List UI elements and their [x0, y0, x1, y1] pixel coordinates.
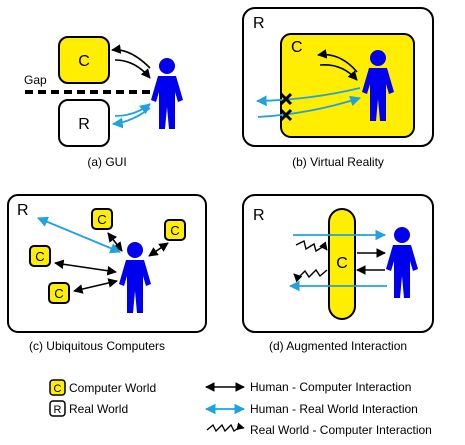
- gui-computer-box: [58, 36, 110, 84]
- gui-person-icon: [151, 58, 183, 129]
- legend: C Computer World R Real World Human - Co…: [49, 379, 432, 437]
- legend-computer-label: Computer World: [69, 381, 156, 395]
- legend-computer-swatch: [49, 379, 66, 396]
- ubi-computer-label-2: C: [170, 223, 179, 238]
- gui-hc-arrow-out: [111, 44, 151, 69]
- legend-rc-label: Real World - Computer Interaction: [250, 423, 432, 437]
- gui-real-arrow-in: [114, 103, 151, 117]
- vr-computer-label: C: [291, 39, 303, 56]
- aug-computer-box: [328, 208, 356, 320]
- ubi-real-label: R: [17, 202, 29, 219]
- legend-hc-label: Human - Computer Interaction: [250, 380, 411, 394]
- ubi-real-arrow: [37, 216, 121, 254]
- legend-real-label: Real World: [69, 402, 128, 416]
- ubi-caption: (c) Ubiquitous Computers: [29, 339, 165, 353]
- gui-hc-arrow-in: [114, 59, 151, 79]
- gui-real-box: [58, 99, 110, 147]
- aug-computer-label: C: [336, 255, 348, 272]
- gui-caption: (a) GUI: [87, 155, 126, 169]
- vr-hc-arrow-in: [319, 63, 358, 81]
- ubi-computer-label-3: C: [35, 249, 44, 264]
- legend-real-swatch: [49, 400, 66, 417]
- panel-gui: C R Gap (a) GUI: [24, 36, 183, 169]
- vr-blocked-x-top: [279, 92, 293, 106]
- ubi-computer-box-4: [48, 282, 70, 304]
- aug-rc-arrow-out: [293, 268, 328, 283]
- legend-real-symbol: R: [54, 404, 62, 416]
- aug-rc-arrow-in: [295, 239, 328, 253]
- ubi-computer-label-1: C: [97, 212, 106, 227]
- ubi-computer-label-4: C: [54, 286, 63, 301]
- gui-real-label: R: [78, 116, 90, 133]
- vr-hc-arrow-out: [317, 49, 358, 73]
- legend-rc-arrow: [206, 422, 245, 433]
- panel-vr: R C (b) Virtual Reality: [242, 7, 434, 169]
- ubi-hc-arrow-2: [148, 242, 169, 257]
- vr-real-label: R: [253, 15, 265, 32]
- ubi-hc-arrow-4: [73, 278, 118, 294]
- aug-caption: (d) Augmented Interaction: [269, 339, 407, 353]
- panel-ubiquitous: R C C C C (c) Ubiquitous Computers: [7, 194, 207, 353]
- vr-blocked-x-bottom: [279, 108, 293, 122]
- ubi-hc-arrow-3: [54, 259, 117, 276]
- vr-real-arrow-out: [255, 87, 361, 107]
- vr-caption: (b) Virtual Reality: [292, 155, 384, 169]
- gui-computer-label: C: [78, 53, 90, 70]
- ubi-computer-box-2: [164, 219, 186, 241]
- gui-gap-label: Gap: [24, 73, 47, 87]
- aug-real-label: R: [253, 207, 265, 224]
- vr-real-arrow-in: [257, 95, 362, 118]
- legend-hr-label: Human - Real World Interaction: [250, 402, 418, 416]
- legend-computer-symbol: C: [54, 383, 62, 395]
- panel-augmented: R C (d) Augmented Interaction: [242, 194, 434, 353]
